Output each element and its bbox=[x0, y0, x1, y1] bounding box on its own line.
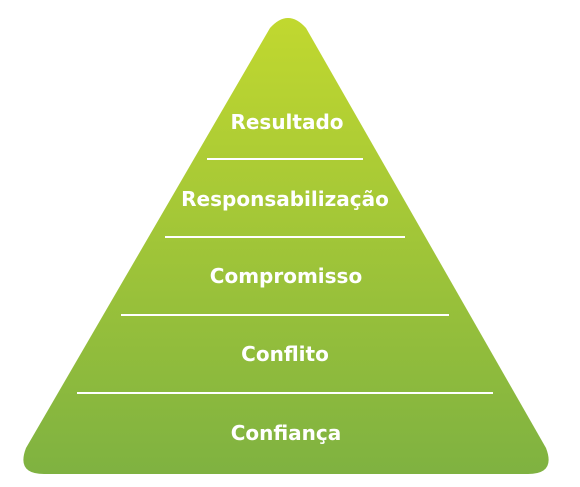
level-label-conflito: Conflito bbox=[241, 342, 329, 366]
level-label-compromisso: Compromisso bbox=[210, 264, 362, 288]
pyramid-body bbox=[23, 18, 549, 474]
level-label-resultado: Resultado bbox=[230, 110, 343, 134]
level-label-confianca: Confiança bbox=[231, 421, 342, 445]
level-label-responsabilizacao: Responsabilização bbox=[181, 187, 389, 211]
